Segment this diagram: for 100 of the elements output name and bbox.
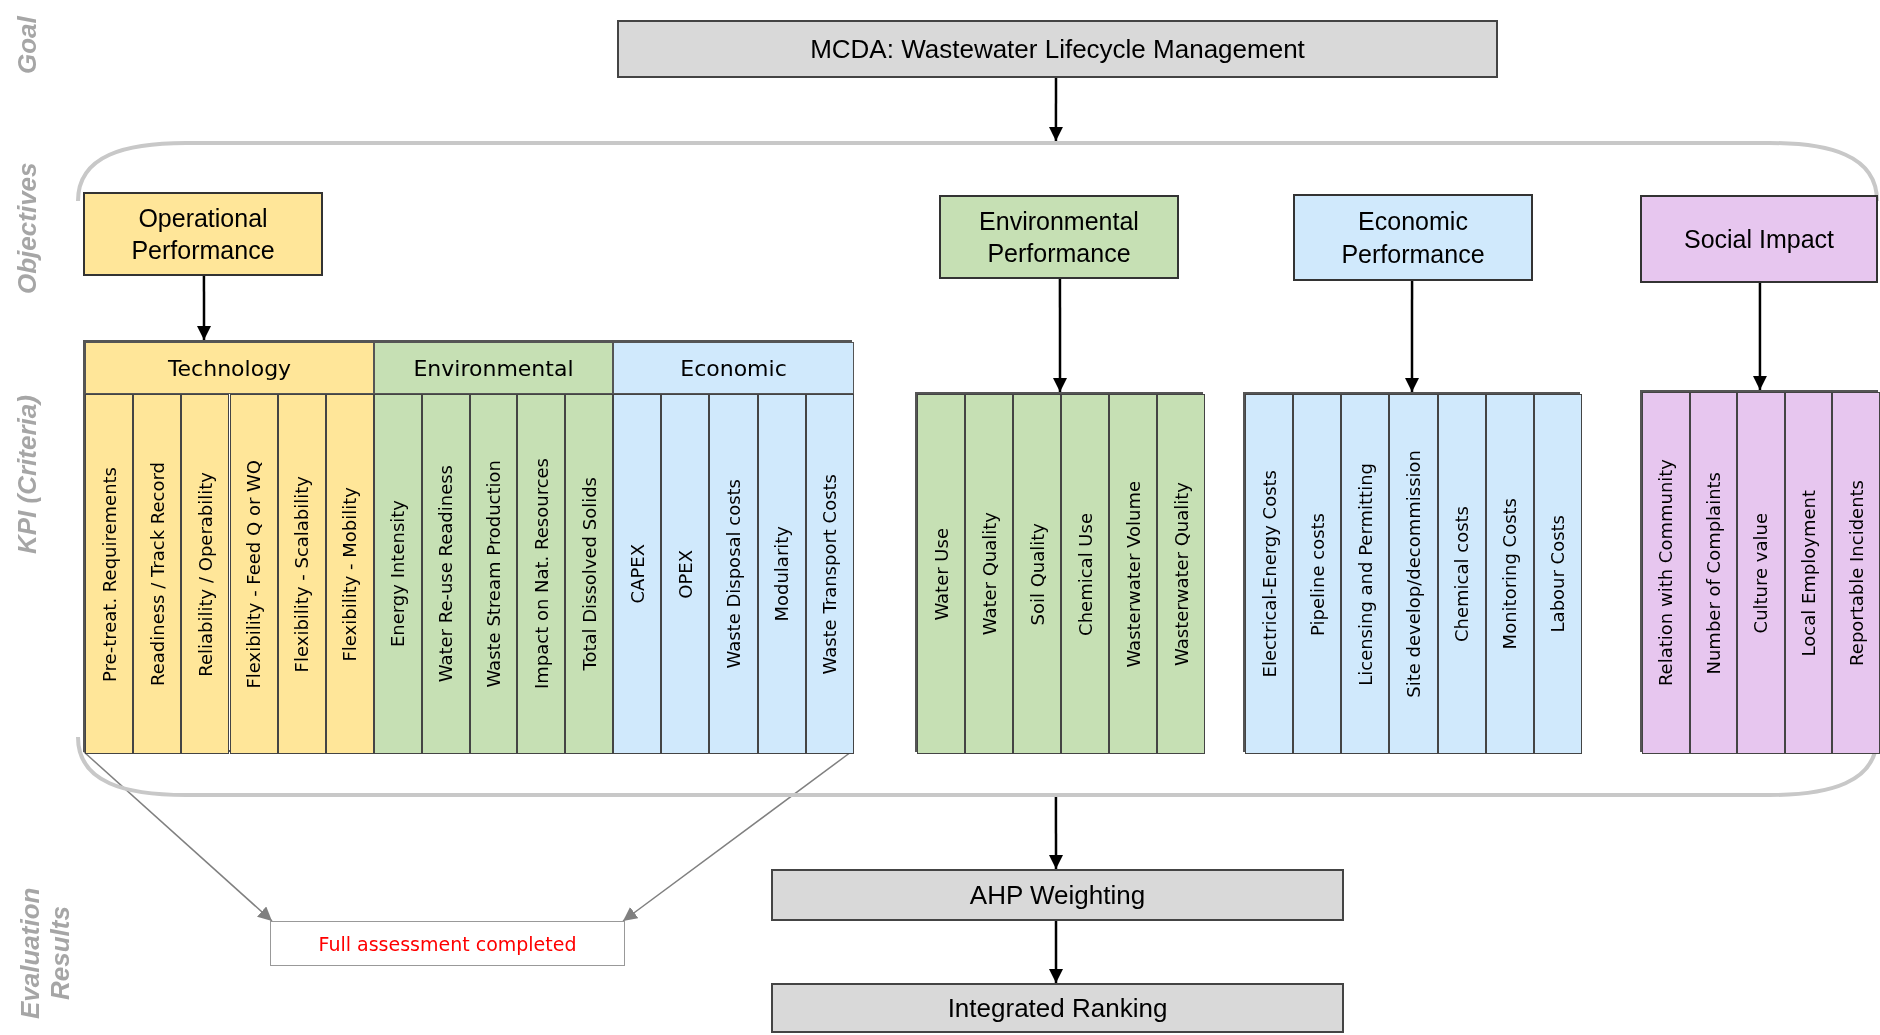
arrow bbox=[1048, 78, 1063, 141]
arrow bbox=[1405, 281, 1419, 392]
box-label: Economic Performance bbox=[1340, 206, 1486, 270]
criterion-column bbox=[1485, 394, 1534, 754]
criterion-label: Waste Stream Production bbox=[483, 460, 504, 688]
box-label: Operational Performance bbox=[130, 202, 276, 266]
criterion-column bbox=[229, 394, 278, 754]
criterion-label: Soil Quality bbox=[1026, 522, 1048, 626]
box-label: AHP Weighting bbox=[969, 879, 1146, 911]
note-box bbox=[270, 921, 625, 966]
criterion-label: Chemical costs bbox=[1451, 506, 1473, 642]
criterion-column bbox=[1642, 392, 1690, 754]
objective-box bbox=[1640, 195, 1878, 283]
criterion-column bbox=[1832, 392, 1880, 754]
criterion-column bbox=[1245, 394, 1294, 754]
box-label: Social Impact bbox=[1683, 223, 1835, 255]
criterion-label: OPEX bbox=[674, 549, 696, 599]
criterion-column bbox=[181, 394, 230, 754]
criterion-column bbox=[965, 394, 1013, 754]
criterion-label: Wasterwater Volume bbox=[1122, 480, 1144, 668]
criterion-label: Energy Intensity bbox=[387, 500, 409, 648]
goal-box bbox=[617, 20, 1498, 78]
category-header bbox=[85, 342, 374, 394]
criterion-column bbox=[1389, 394, 1438, 754]
criterion-label: Flexibility - Mobility bbox=[339, 486, 361, 662]
criterion-column bbox=[1341, 394, 1390, 754]
arrow bbox=[1752, 283, 1767, 390]
arrow bbox=[1049, 797, 1063, 869]
arrow bbox=[1049, 921, 1063, 983]
category-label: Economic bbox=[680, 355, 787, 381]
category-header bbox=[374, 342, 613, 394]
arrow bbox=[197, 276, 211, 340]
category-header bbox=[613, 342, 854, 394]
criterion-label: Water Quality bbox=[978, 512, 1000, 636]
criterion-label: Licensing and Permitting bbox=[1354, 462, 1376, 686]
criterion-label: Local Employment bbox=[1798, 489, 1820, 657]
criterion-column bbox=[1157, 394, 1205, 754]
criterion-label: Readiness / Track Record bbox=[146, 462, 168, 686]
criterion-label: Reliability / Operability bbox=[194, 471, 216, 677]
criterion-column bbox=[1689, 392, 1738, 754]
criterion-column bbox=[709, 394, 758, 754]
criterion-label: Culture value bbox=[1750, 512, 1772, 634]
criterion-column bbox=[277, 394, 326, 754]
criterion-label: Waste Transport Costs bbox=[819, 473, 841, 675]
criterion-label: Number of Complaints bbox=[1702, 471, 1724, 675]
box-label: Full assessment completed bbox=[318, 932, 577, 955]
criterion-column bbox=[1437, 394, 1486, 754]
objectives-bracket bbox=[76, 141, 1879, 797]
criteria-table bbox=[83, 340, 852, 752]
criterion-label: Chemical Use bbox=[1074, 512, 1096, 636]
criterion-label: Electrical-Energy Costs bbox=[1258, 470, 1280, 678]
criterion-label: Modularity bbox=[771, 526, 793, 622]
criterion-label: Water Use bbox=[930, 527, 952, 621]
criterion-column bbox=[1784, 392, 1833, 754]
criterion-label: Labour Costs bbox=[1547, 515, 1569, 633]
criterion-column bbox=[613, 394, 662, 754]
objective-box bbox=[1293, 194, 1533, 281]
process-box bbox=[771, 869, 1344, 921]
criterion-column bbox=[421, 394, 470, 754]
criteria-table bbox=[1640, 390, 1878, 752]
process-box bbox=[771, 983, 1344, 1033]
criterion-label: Water Re-use Readiness bbox=[435, 465, 457, 683]
criterion-column bbox=[1293, 394, 1342, 754]
criterion-label: Flexibility - Feed Q or WQ bbox=[243, 459, 265, 689]
objective-box bbox=[939, 195, 1179, 279]
criterion-label: Impact on Nat. Resources bbox=[530, 458, 552, 690]
criterion-label: Pre-treat. Requirements bbox=[98, 466, 120, 682]
box-label: Integrated Ranking bbox=[947, 992, 1168, 1024]
criterion-column bbox=[1737, 392, 1785, 754]
criterion-label: CAPEX bbox=[626, 544, 648, 604]
criterion-column bbox=[1109, 394, 1157, 754]
row-label: Goal bbox=[13, 14, 43, 76]
criterion-label: Wasterwater Quality bbox=[1170, 482, 1192, 666]
criterion-column bbox=[133, 394, 182, 754]
category-label: Environmental bbox=[413, 355, 574, 381]
criterion-column bbox=[469, 394, 518, 754]
row-label: KPI (Criteria) bbox=[13, 394, 43, 557]
objective-box bbox=[83, 192, 323, 276]
category-label: Technology bbox=[167, 355, 292, 381]
box-label: MCDA: Wastewater Lifecycle Management bbox=[810, 33, 1305, 65]
criterion-column bbox=[565, 394, 613, 754]
criterion-column bbox=[517, 394, 566, 754]
leader-arrow bbox=[83, 751, 273, 922]
criterion-column bbox=[85, 394, 134, 754]
criterion-label: Relation with Community bbox=[1655, 459, 1677, 687]
criteria-table bbox=[915, 392, 1203, 752]
arrow bbox=[1053, 279, 1067, 392]
criterion-label: Reportable Incidents bbox=[1845, 480, 1867, 666]
criterion-label: Flexibility - Scalability bbox=[291, 475, 313, 673]
criterion-column bbox=[374, 394, 422, 754]
criterion-column bbox=[325, 394, 374, 754]
criterion-label: Pipeline costs bbox=[1306, 512, 1328, 636]
criterion-column bbox=[661, 394, 710, 754]
criterion-column bbox=[805, 394, 854, 754]
criterion-label: Total Dissolved Solids bbox=[578, 477, 600, 671]
criteria-table bbox=[1243, 392, 1580, 752]
criterion-label: Waste Disposal costs bbox=[723, 479, 744, 669]
criterion-column bbox=[1013, 394, 1061, 754]
box-label: Environmental Performance bbox=[978, 205, 1140, 269]
row-label: Evaluation Results bbox=[16, 886, 76, 1021]
